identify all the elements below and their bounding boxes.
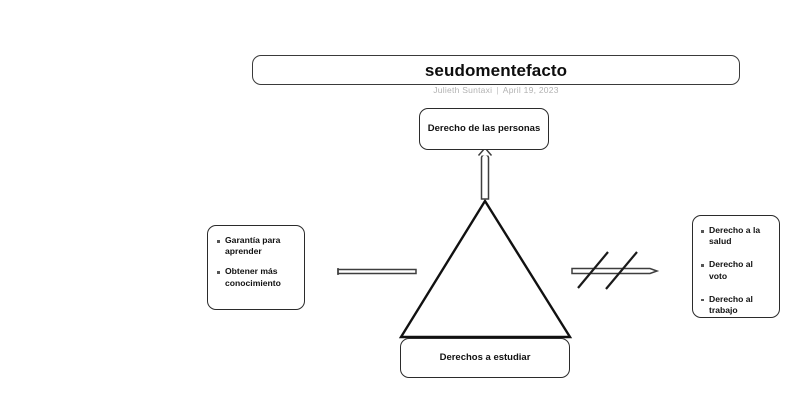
author-name: Julieth Suntaxi: [433, 85, 493, 95]
list-item: Garantía para aprender: [214, 235, 296, 257]
byline-separator: |: [496, 85, 499, 95]
list-item: Derecho al trabajo: [698, 294, 773, 316]
triangle-shape: [398, 198, 573, 339]
up-arrow-icon: [477, 146, 493, 200]
list-item: Derecho al voto: [698, 259, 773, 281]
right-bullet-list: Derecho a la salud Derecho al voto Derec…: [698, 225, 773, 316]
page-title: seudomentefacto: [424, 60, 568, 80]
document-byline: Julieth Suntaxi|April 19, 2023: [252, 85, 740, 95]
document-date: April 19, 2023: [502, 85, 559, 95]
node-derecho-de-las-personas[interactable]: Derecho de las personas: [419, 108, 549, 150]
left-bullet-list: Garantía para aprender Obtener más conoc…: [214, 235, 296, 289]
list-item: Derecho a la salud: [698, 225, 773, 247]
node-right-rights[interactable]: Derecho a la salud Derecho al voto Derec…: [692, 215, 780, 318]
list-item: Obtener más conocimiento: [214, 266, 296, 288]
node-top-label: Derecho de las personas: [427, 123, 541, 135]
node-left-benefits[interactable]: Garantía para aprender Obtener más conoc…: [207, 225, 305, 310]
left-connector-icon: [337, 268, 417, 275]
node-derechos-a-estudiar[interactable]: Derechos a estudiar: [400, 338, 570, 378]
node-bottom-label: Derechos a estudiar: [439, 352, 531, 364]
right-connector-icon: [571, 251, 660, 290]
document-title-bar[interactable]: seudomentefacto: [252, 55, 740, 85]
